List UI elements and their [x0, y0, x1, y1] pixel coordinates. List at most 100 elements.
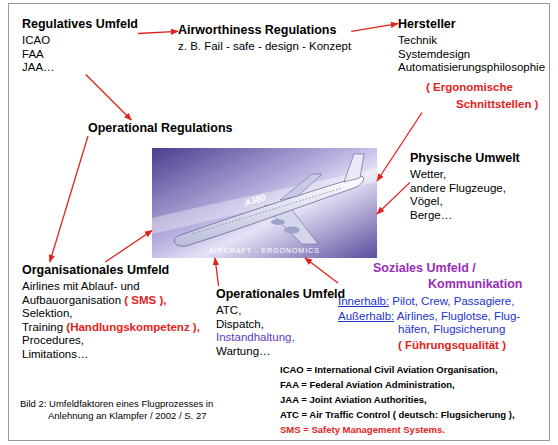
node-heading: Organisationales Umfeld — [22, 263, 169, 277]
text-line: Außerhalb: Airlines, Fluglotse, Flug- hä… — [338, 310, 553, 337]
illustration-background — [152, 148, 377, 258]
text-line: Dispatch, — [216, 318, 345, 332]
node-text: Vögel, — [410, 195, 443, 207]
node-heading: Soziales Umfeld / Kommunikation — [373, 261, 522, 291]
node-text: ( Ergonomische Schnittstellen ) — [426, 81, 538, 110]
text-line: andere Flugzeuge, — [410, 182, 520, 196]
text-line: Airworthiness Regulations — [178, 22, 351, 38]
text-line: Instandhaltung, — [216, 331, 345, 345]
text-line: ICAO — [22, 34, 138, 48]
text-line: Berge… — [410, 209, 520, 223]
text-node: Regulatives UmfeldICAO FAAJAA… — [22, 16, 138, 75]
node-text: Innerhalb: — [338, 295, 389, 307]
text-line: Operational Regulations — [88, 120, 232, 136]
text-node: Operationales UmfeldATC, Dispatch,Instand… — [216, 286, 345, 358]
node-heading: Hersteller — [398, 17, 456, 31]
node-text: ( SMS ), — [124, 294, 166, 306]
text-line: Wetter, — [410, 168, 520, 182]
text-line: Technik — [398, 34, 558, 48]
node-text: ATC, — [216, 304, 241, 316]
text-line: Regulatives Umfeld — [22, 16, 138, 32]
aircraft-illustration — [152, 148, 377, 258]
node-text: Pilot, Crew, Passagiere, — [392, 295, 514, 307]
text-line: Systemdesign — [398, 48, 558, 62]
aircraft-windows — [192, 188, 342, 234]
text-line: Airlines mit Ablauf- und Aufbauorganisat… — [22, 280, 207, 307]
arrow-connector — [138, 31, 178, 33]
node-text: z. B. Fail - safe - design - Konzept — [178, 40, 351, 52]
text-line: Limitations… — [22, 348, 207, 362]
node-text: Technik — [398, 34, 437, 46]
text-line: Training (Handlungskompetenz ), — [22, 321, 207, 335]
node-text: Training — [22, 321, 63, 333]
aircraft-fuselage — [174, 176, 363, 246]
node-text: Selektion, — [22, 307, 73, 319]
abbreviation-line: ATC = Air Traffic Control ( deutsch: Flu… — [280, 407, 515, 422]
node-text: Wartung… — [216, 345, 271, 357]
figure-caption: Bild 2: Umfeldfaktoren eines Flugprozess… — [20, 398, 242, 422]
abbreviation-line: SMS = Safety Management Systems. — [280, 422, 515, 437]
node-text: Berge… — [410, 209, 452, 221]
arrow-connector — [215, 258, 219, 286]
node-text: ICAO — [22, 34, 50, 46]
text-line: FAA — [22, 48, 138, 62]
text-node: Soziales Umfeld / KommunikationInnerhalb… — [338, 260, 553, 352]
text-node: Operational Regulations — [88, 120, 232, 136]
node-text: andere Flugzeuge, — [410, 182, 506, 194]
arrow-connector — [50, 136, 88, 262]
abbreviation-line: JAA = Joint Aviation Authorities, — [280, 392, 515, 407]
arrow-connector — [86, 75, 132, 121]
aircraft-wing-far — [280, 174, 322, 200]
text-line: Automatisierungsphilosophie — [398, 61, 558, 75]
text-line: Soziales Umfeld / Kommunikation — [373, 260, 553, 292]
node-heading: Physische Umwelt — [410, 151, 520, 165]
node-text: FAA — [22, 48, 44, 60]
text-line: Vögel, — [410, 195, 520, 209]
text-line: z. B. Fail - safe - design - Konzept — [178, 40, 351, 54]
aircraft-tail — [344, 154, 364, 182]
abbreviation-list: ICAO = International Civil Aviation Orga… — [280, 362, 515, 437]
text-line: Hersteller — [398, 16, 558, 32]
light-streak — [152, 168, 377, 234]
node-text: Systemdesign — [398, 48, 470, 60]
node-text: AIRCRAFT - ERGONOMICS — [209, 247, 320, 254]
node-text: Airlines mit Ablauf- und Aufbauorganisat… — [22, 280, 140, 306]
text-line: JAA… — [22, 61, 138, 75]
text-node: Physische UmweltWetter, andere Flugzeuge,… — [410, 150, 520, 222]
node-text: Airlines, Fluglotse, Flug- häfen, Flugsi… — [397, 310, 520, 336]
text-line: AIRCRAFT - ERGONOMICS — [152, 245, 377, 255]
text-line: Wartung… — [216, 345, 345, 359]
node-heading: A380 — [243, 192, 266, 208]
text-line: Operationales Umfeld — [216, 286, 345, 302]
text-line: ( Ergonomische Schnittstellen ) — [398, 79, 558, 113]
text-line: Selektion, — [22, 307, 207, 321]
text-line: Procedures, — [22, 334, 207, 348]
text-line: ATC, — [216, 304, 345, 318]
text-line: ( Führungsqualität ) — [338, 339, 553, 353]
arrow-connector — [105, 231, 152, 263]
node-heading: Operationales Umfeld — [216, 287, 345, 301]
aircraft-engine — [284, 227, 300, 234]
node-text: Außerhalb: — [338, 310, 394, 322]
node-heading: Operational Regulations — [88, 121, 232, 135]
node-text: Limitations… — [22, 348, 88, 360]
node-text: Wetter, — [410, 168, 446, 180]
node-text: ( Führungsqualität ) — [398, 339, 506, 351]
illustration-node: A380AIRCRAFT - ERGONOMICS — [152, 148, 377, 258]
node-text: (Handlungskompetenz ), — [66, 321, 200, 333]
abbreviation-line: ICAO = International Civil Aviation Orga… — [280, 362, 515, 377]
text-node: Airworthiness Regulations z. B. Fail - sa… — [178, 22, 351, 54]
text-line: Innerhalb: Pilot, Crew, Passagiere, — [338, 295, 553, 309]
arrow-connector — [305, 258, 338, 283]
text-line: Organisationales Umfeld — [22, 262, 207, 278]
node-text: Dispatch, — [216, 318, 264, 330]
abbreviation-line: FAA = Federal Aviation Administration, — [280, 377, 515, 392]
node-heading: Airworthiness Regulations — [178, 23, 336, 37]
node-text: JAA… — [22, 61, 55, 73]
node-text: Automatisierungsphilosophie — [398, 61, 545, 73]
text-line: A380 — [243, 191, 267, 208]
text-node: HerstellerTechnikSystemdesignAutomatisie… — [398, 16, 558, 113]
text-node: Organisationales UmfeldAirlines mit Abla… — [22, 262, 207, 361]
outer-frame — [9, 4, 550, 441]
